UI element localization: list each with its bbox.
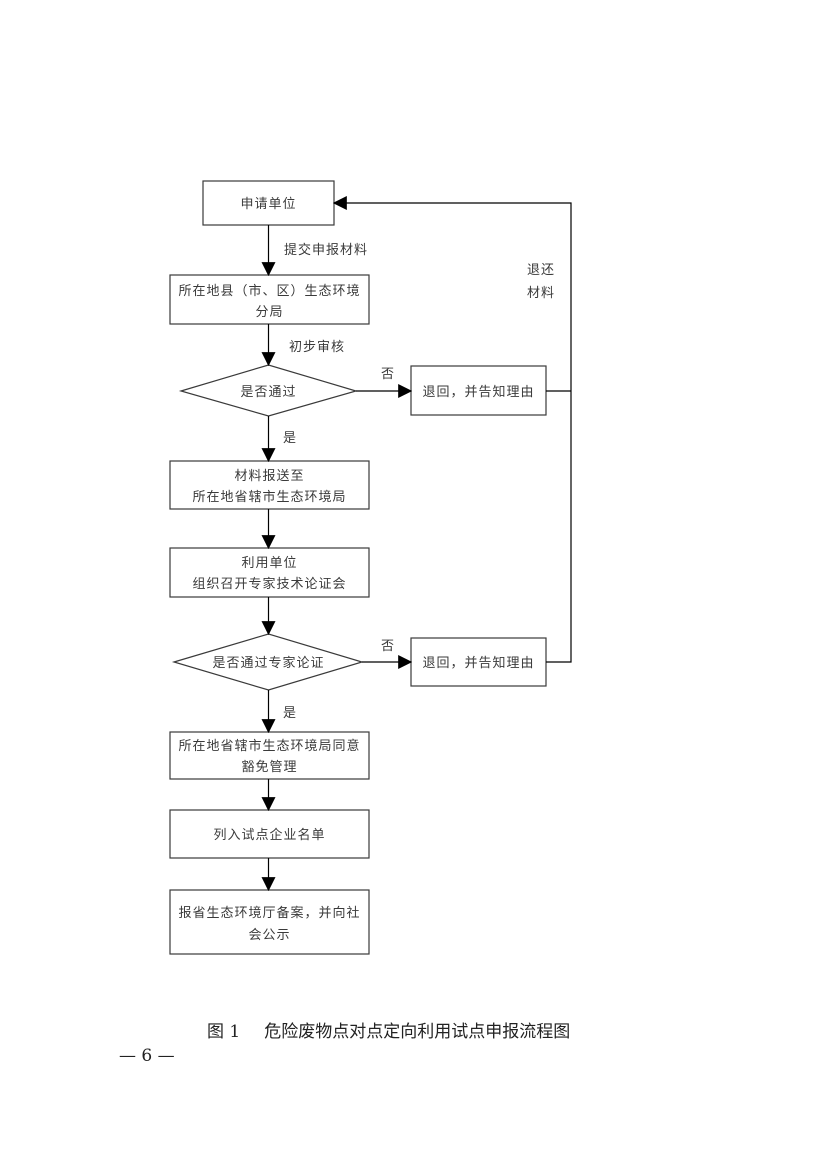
- node-applicant: [202, 180, 335, 226]
- node-city-bureau-submit-label-2: 所在地省辖市生态环境局: [192, 489, 346, 505]
- node-expert-review: [169, 547, 370, 598]
- node-pilot-list-label: 列入试点企业名单: [213, 827, 325, 843]
- node-filing-label-1: 报省生态环境厅备案，并向社: [178, 905, 360, 921]
- node-city-approval: [169, 731, 370, 780]
- node-decision-pass-label: 是否通过: [240, 385, 296, 400]
- node-reject-1-label: 退回，并告知理由: [422, 384, 534, 400]
- node-filing: [169, 889, 370, 955]
- node-county-bureau-label-2: 分局: [255, 305, 283, 320]
- edge-label-yes-1: 是: [283, 431, 297, 446]
- figure-number: 图 1: [207, 1022, 241, 1042]
- node-county-bureau-label-1: 所在地县（市、区）生态环境: [178, 283, 360, 299]
- page-number: — 6 —: [119, 1046, 175, 1066]
- node-decision-expert-label: 是否通过专家论证: [212, 655, 324, 671]
- node-filing-label-2: 会公示: [248, 928, 290, 943]
- edge-label-no-1: 否: [381, 367, 395, 382]
- edge-label-return-materials-2: 材料: [527, 286, 555, 301]
- edge-label-preliminary-review: 初步审核: [289, 340, 345, 355]
- node-city-bureau-submit-label-1: 材料报送至: [234, 469, 304, 484]
- node-expert-review-label-2: 组织召开专家技术论证会: [192, 576, 346, 592]
- node-reject-2-label: 退回，并告知理由: [422, 655, 534, 671]
- edge-label-yes-2: 是: [283, 706, 297, 721]
- node-city-bureau-submit: [169, 460, 370, 510]
- node-county-bureau: [169, 274, 370, 325]
- edge-label-no-2: 否: [381, 639, 395, 654]
- figure-title: 危险废物点对点定向利用试点申报流程图: [264, 1022, 571, 1042]
- edge-label-submit-materials: 提交申报材料: [284, 242, 368, 258]
- node-city-approval-label-1: 所在地省辖市生态环境局同意: [178, 738, 360, 754]
- node-applicant-label: 申请单位: [240, 197, 296, 212]
- node-pilot-list: [169, 809, 370, 859]
- node-expert-review-label-1: 利用单位: [241, 556, 297, 571]
- node-city-approval-label-2: 豁免管理: [241, 759, 297, 775]
- edge-label-return-materials-1: 退还: [527, 263, 555, 278]
- edge-return-loop: [332, 196, 572, 663]
- figure-caption: 图 1 危险废物点对点定向利用试点申报流程图: [207, 1017, 570, 1042]
